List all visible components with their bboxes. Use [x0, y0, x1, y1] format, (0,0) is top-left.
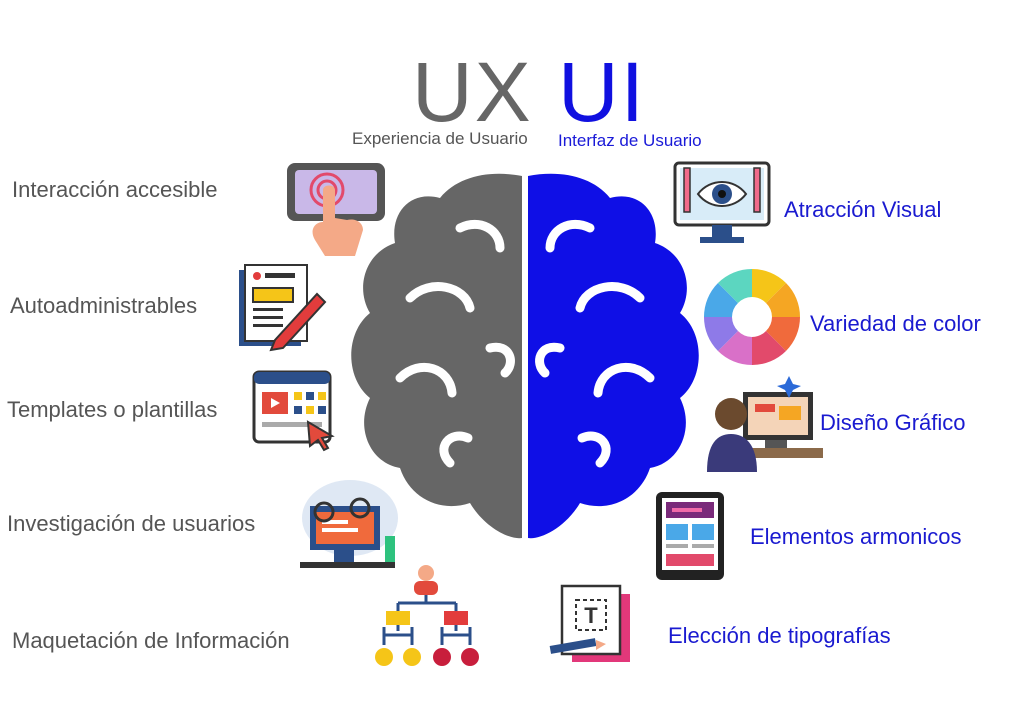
svg-text:T: T	[584, 603, 598, 628]
user-research-icon	[300, 480, 398, 568]
ui-item-label-visual-attraction: Atracción Visual	[784, 197, 942, 222]
ux-item-label-self-managed: Autoadministrables	[10, 293, 198, 318]
ux-item-label-accessible-interaction: Interacción accesible	[12, 177, 218, 202]
touch-screen-icon	[287, 163, 385, 256]
brain-icon	[351, 173, 699, 539]
ui-title: UI	[558, 45, 646, 139]
ux-item-label-user-research: Investigación de usuarios	[7, 511, 256, 536]
ux-subtitle: Experiencia de Usuario	[352, 129, 528, 148]
ui-item-label-color-variety: Variedad de color	[810, 311, 981, 336]
graphic-designer-icon	[707, 376, 823, 472]
tablet-layout-icon	[656, 492, 724, 580]
brain-left-hemisphere	[351, 173, 522, 539]
ui-item-label-typography-choice: Elección de tipografías	[668, 623, 891, 648]
color-wheel-icon	[703, 268, 801, 366]
brain-right-hemisphere	[528, 173, 699, 539]
eye-monitor-icon	[673, 161, 771, 243]
hierarchy-chart-icon	[375, 565, 479, 666]
ux-item-label-templates: Templates o plantillas	[7, 397, 218, 422]
template-browser-icon	[252, 370, 335, 452]
ux-title: UX	[412, 45, 533, 139]
ui-item-label-graphic-design: Diseño Gráfico	[820, 410, 966, 435]
ui-subtitle: Interfaz de Usuario	[558, 131, 702, 150]
document-edit-icon	[239, 264, 327, 352]
typography-icon: T	[549, 584, 630, 662]
ux-item-label-information-layout: Maquetación de Información	[12, 628, 290, 653]
ui-item-label-harmonic-elements: Elementos armonicos	[750, 524, 962, 549]
